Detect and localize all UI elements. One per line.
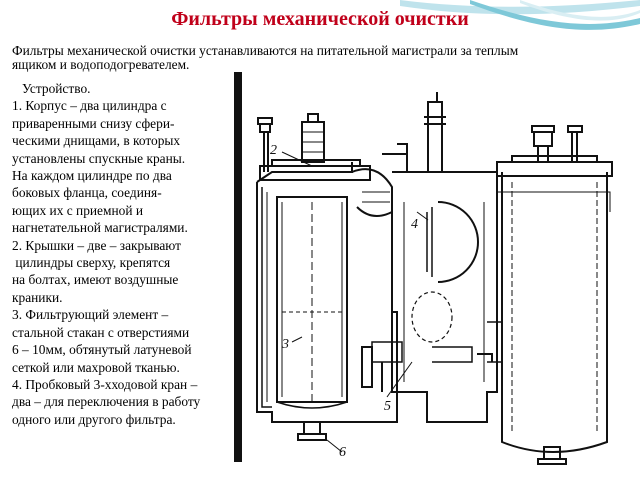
description-line: установлены спускные краны.: [12, 150, 186, 166]
description-line: 6 – 10мм, обтянутый латуневой: [12, 342, 192, 358]
callout-valve-seat: 5: [384, 399, 391, 414]
callout-filter-element: 3: [281, 337, 289, 352]
description-line: Устройство.: [12, 81, 91, 96]
description-line: одного или другого фильтра.: [12, 411, 176, 427]
slide-title: Фильтры механической очистки: [171, 8, 469, 30]
description-line: на болтах, имеют воздушные: [12, 272, 179, 288]
callout-drain: 6: [339, 445, 346, 460]
filter-cross-section-diagram: 2 4 3 5 6: [234, 72, 613, 465]
description-line: На каждом цилиндре по два: [12, 168, 172, 184]
description-line: 4. Пробковый 3-хходовой кран –: [12, 376, 198, 392]
decorative-swoosh: [400, 0, 640, 30]
description-line: 1. Корпус – два цилиндра с: [12, 98, 167, 114]
intro-paragraph: Фильтры механической очистки устанавлива…: [12, 44, 612, 72]
description-line: нагнетательной магистралями.: [12, 220, 188, 236]
description-line: ческими днищами, в которых: [12, 133, 181, 149]
description-line: два – для переключения в работу: [12, 394, 201, 410]
description-line: боковых фланца, соединя-: [12, 185, 162, 201]
callout-cover: 2: [270, 143, 277, 158]
description-line: 2. Крышки – две – закрывают: [12, 237, 181, 253]
callout-plug-valve: 4: [411, 217, 418, 232]
description-line: ющих их с приемной и: [12, 202, 144, 218]
intro-line: Фильтры механической очистки устанавлива…: [12, 43, 519, 58]
description-line: краники.: [12, 289, 63, 305]
description-line: стальной стакан с отверстиями: [12, 324, 190, 340]
description-line: приваренными снизу сфери-: [12, 115, 175, 131]
intro-line: ящиком и водоподогревателем.: [12, 57, 190, 72]
description-line: цилиндры сверху, крепятся: [12, 255, 171, 271]
description-line: 3. Фильтрующий элемент –: [12, 307, 169, 323]
description-line: сеткой или махровой тканью.: [12, 359, 180, 375]
